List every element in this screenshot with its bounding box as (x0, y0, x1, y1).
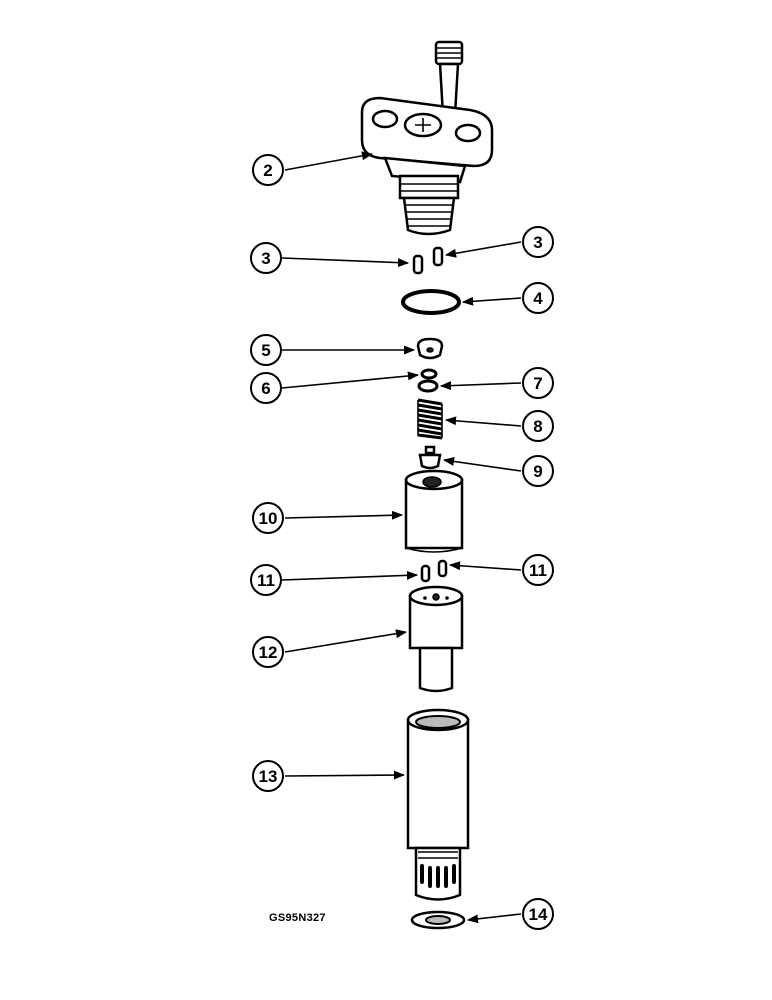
callout-12-label: 12 (259, 643, 278, 662)
part-dowel-pins-lower (420, 559, 448, 583)
callout-13: 13 (252, 760, 284, 792)
callout-5-label: 5 (261, 341, 270, 360)
callout-10: 10 (252, 502, 284, 534)
callout-12: 12 (252, 636, 284, 668)
callout-7: 7 (522, 367, 554, 399)
callout-2-label: 2 (263, 161, 272, 180)
callout-4-label: 4 (533, 289, 543, 308)
callout-9-label: 9 (533, 462, 542, 481)
callout-14-label: 14 (529, 905, 548, 924)
part-sealing-washer (410, 910, 466, 930)
part-o-ring (401, 289, 461, 315)
callout-11-left: 11 (250, 564, 282, 596)
part-valve-pin (418, 445, 442, 470)
callout-6: 6 (250, 372, 282, 404)
callout-14: 14 (522, 898, 554, 930)
callout-2: 2 (252, 154, 284, 186)
callout-3-right-label: 3 (533, 233, 542, 252)
callout-6-label: 6 (261, 379, 270, 398)
part-injector-holder (360, 40, 494, 236)
callout-8-label: 8 (533, 417, 542, 436)
callout-5: 5 (250, 334, 282, 366)
callout-7-label: 7 (533, 374, 542, 393)
leader-lines (281, 151, 522, 924)
part-washer-ring (417, 379, 439, 393)
part-nozzle (408, 585, 464, 693)
callout-3-left: 3 (250, 242, 282, 274)
callout-3-left-label: 3 (261, 249, 270, 268)
callout-11-right-label: 11 (529, 561, 547, 580)
callout-4: 4 (522, 282, 554, 314)
callout-11-right: 11 (522, 554, 554, 586)
part-spring-seat (416, 337, 444, 360)
callout-9: 9 (522, 455, 554, 487)
callout-13-label: 13 (259, 767, 278, 786)
callout-11-left-label: 11 (257, 571, 275, 590)
figure-code: GS95N327 (269, 912, 326, 924)
part-spring (417, 398, 443, 440)
part-intermediate-body (404, 469, 464, 553)
callout-10-label: 10 (259, 509, 278, 528)
callout-3-right: 3 (522, 226, 554, 258)
part-washer-small (420, 368, 438, 380)
part-dowel-pins-upper (412, 246, 444, 275)
part-nozzle-nut (406, 708, 470, 901)
callout-8: 8 (522, 410, 554, 442)
